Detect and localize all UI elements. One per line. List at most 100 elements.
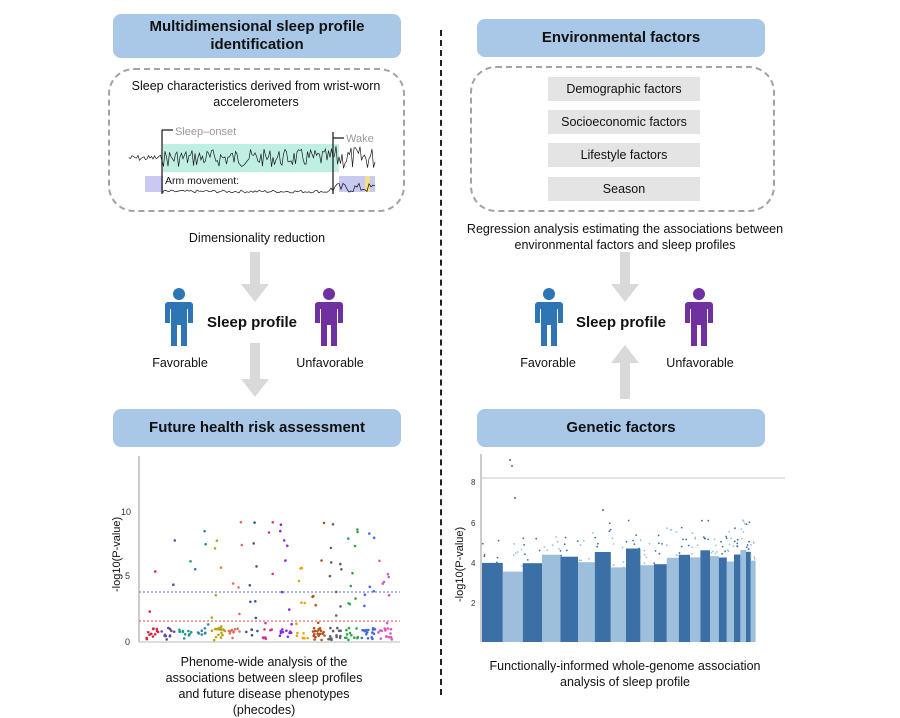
phewas-point: [390, 638, 394, 641]
phewas-point: [387, 575, 391, 579]
phewas-point: [173, 539, 177, 542]
phewas-point: [339, 629, 342, 632]
gwas-chromosome-band: [640, 565, 654, 642]
sleep-profile-identification-header: Multidimensional sleep profile identific…: [113, 14, 401, 58]
phewas-point: [279, 529, 282, 533]
gwas-point: [728, 543, 731, 546]
gwas-chromosome-band: [746, 551, 751, 642]
phewas-point: [151, 635, 155, 638]
phewas-point: [316, 621, 320, 624]
gwas-point: [707, 538, 709, 541]
gwas-point: [632, 539, 634, 542]
gwas-chromosome-band: [610, 567, 626, 642]
gwas-point: [675, 554, 678, 556]
phewas-point: [172, 583, 175, 586]
phewas-point: [189, 630, 193, 634]
gwas-point: [496, 556, 499, 559]
gwas-point: [753, 557, 756, 560]
phewas-point: [339, 634, 342, 638]
gwas-point: [643, 549, 646, 552]
gwas-point: [734, 527, 736, 530]
center-divider: [440, 30, 442, 695]
gwas-chromosome-band: [726, 561, 734, 642]
phewas-point: [210, 616, 214, 619]
phewas-point: [228, 632, 232, 635]
phewas-ylabel: -log10(P-value): [112, 517, 123, 592]
phewas-point: [204, 542, 207, 546]
phewas-point: [378, 629, 382, 632]
phewas-point: [385, 621, 389, 625]
phewas-point: [312, 634, 315, 638]
phewas-point: [317, 627, 321, 631]
environmental-factors-panel: [470, 66, 775, 212]
phewas-point: [221, 633, 224, 637]
sleep-onset-label: Sleep–onset: [175, 126, 236, 138]
gwas-point: [696, 544, 699, 546]
gwas-chromosome-band: [502, 571, 523, 642]
phewas-point: [312, 626, 316, 630]
phewas-point: [271, 572, 274, 576]
gwas-point: [742, 531, 745, 533]
phewas-point: [330, 638, 333, 642]
gwas-chromosome-band: [560, 556, 578, 642]
gwas-point: [520, 548, 523, 551]
gwas-point: [691, 553, 693, 555]
phewas-ytick-5: 5: [125, 571, 130, 581]
gwas-point: [741, 537, 743, 540]
gwas-point: [665, 544, 668, 547]
gwas-point: [578, 559, 581, 562]
gwas-point: [710, 551, 713, 554]
gwas-point: [724, 550, 726, 553]
phewas-point: [377, 631, 380, 634]
phewas-point: [353, 544, 357, 548]
gwas-point: [633, 543, 636, 545]
gwas-point: [643, 554, 646, 556]
phewas-point: [168, 634, 172, 638]
phewas-point: [347, 638, 350, 642]
gwas-chromosome-band: [542, 554, 561, 642]
gwas-point: [612, 564, 615, 567]
gwas-chromosome-band: [678, 554, 690, 642]
gwas-point: [653, 562, 656, 565]
phewas-point: [373, 628, 377, 631]
gwas-point: [557, 540, 559, 543]
phewas-point: [350, 633, 353, 637]
phewas-point: [150, 632, 153, 636]
gwas-point: [559, 550, 562, 552]
phewas-point: [303, 601, 306, 605]
phewas-point: [238, 612, 241, 616]
sleep-profile-label-left: Sleep profile: [207, 314, 298, 331]
phewas-point: [187, 629, 190, 633]
gwas-point: [526, 559, 529, 561]
phewas-point: [354, 597, 357, 600]
phewas-point: [322, 521, 326, 525]
phewas-point: [316, 632, 319, 635]
gwas-point: [579, 544, 582, 546]
phewas-point: [200, 633, 204, 636]
phewas-point: [345, 636, 348, 640]
phewas-point: [290, 622, 293, 626]
phewas-point: [154, 570, 157, 573]
phewas-point: [152, 627, 155, 630]
phewas-point: [282, 539, 286, 542]
gwas-point: [680, 545, 683, 548]
gwas-point: [694, 538, 697, 540]
gwas-point: [560, 554, 562, 557]
phewas-point: [340, 568, 343, 571]
gwas-point: [513, 543, 516, 545]
gwas-ylabel: -log10(P-value): [455, 527, 466, 602]
sleep-profile-label-right: Sleep profile: [576, 314, 667, 331]
gwas-manhattan-plot: 8 6 4 2 -log10(P-value): [455, 454, 785, 642]
gwas-chromosome-band: [690, 557, 701, 642]
phewas-point: [264, 637, 268, 641]
phewas-point: [200, 629, 204, 632]
phewas-point: [256, 629, 259, 633]
phewas-point: [360, 636, 364, 640]
phewas-point: [389, 635, 393, 639]
phewas-point: [215, 539, 219, 542]
gwas-point: [753, 556, 756, 558]
phewas-point: [164, 634, 168, 638]
phewas-point: [236, 627, 239, 631]
phewas-point: [145, 637, 149, 641]
gwas-ytick-6: 6: [471, 519, 476, 528]
